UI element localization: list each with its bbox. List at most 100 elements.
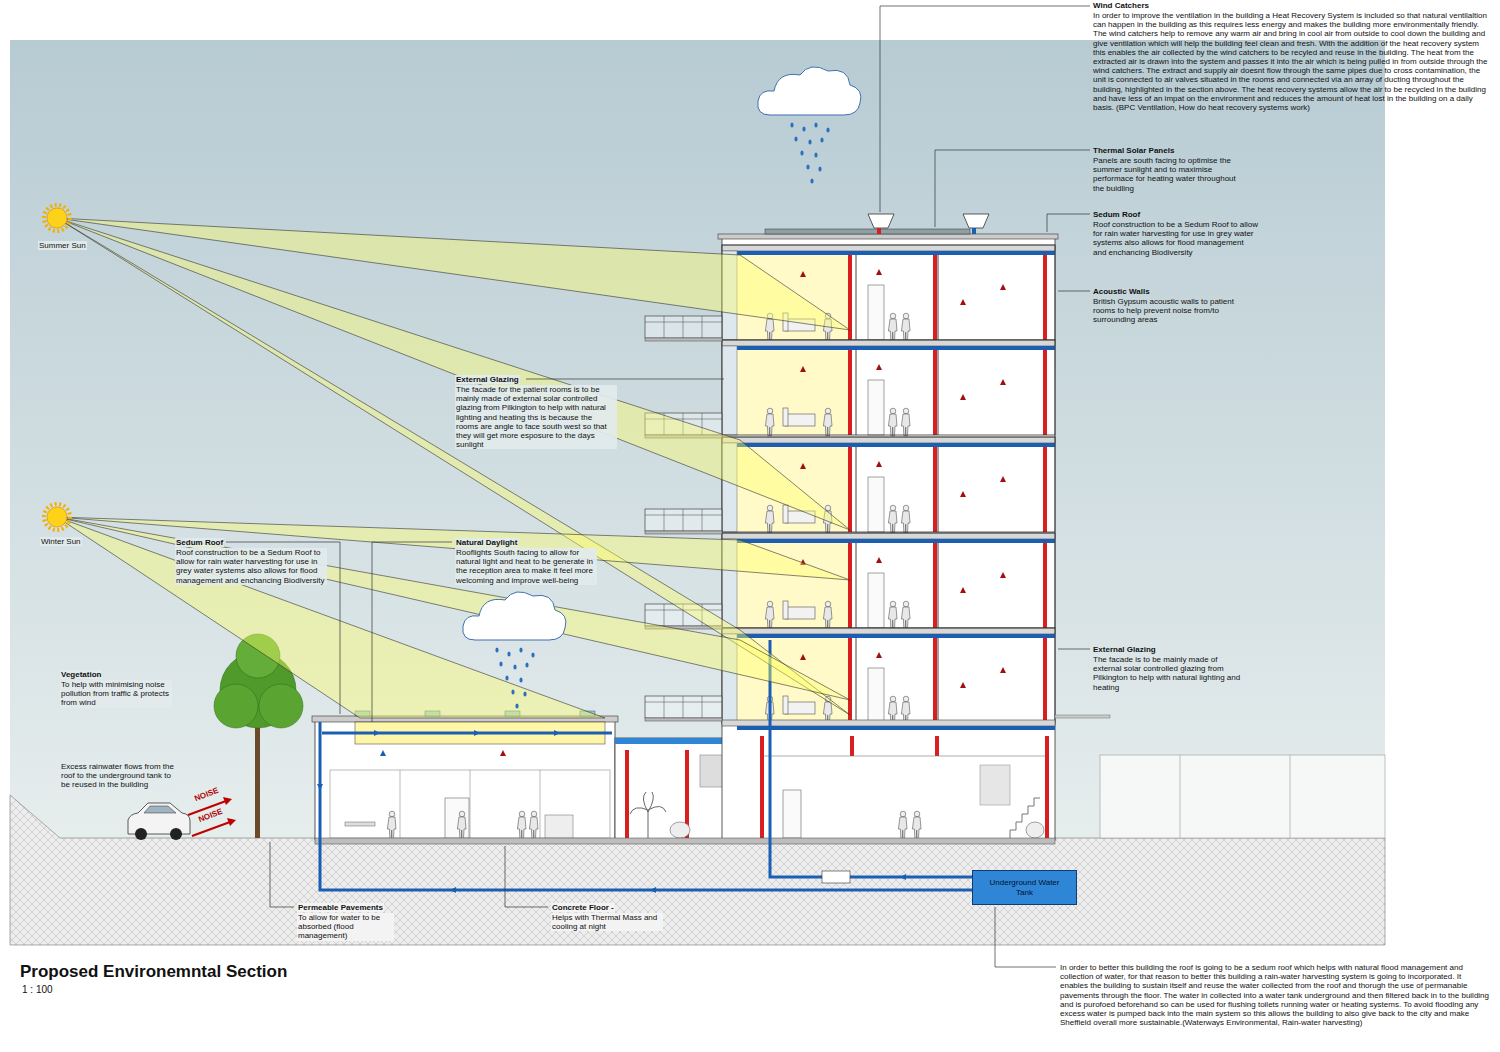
annotation-text: The facade is to be mainly made of exter… xyxy=(1093,655,1243,692)
noise-arrow xyxy=(227,818,236,826)
leader-line xyxy=(880,6,1090,212)
car xyxy=(144,806,176,813)
tall-building xyxy=(1055,715,1110,718)
annotation-heading: External Glazing xyxy=(1093,645,1156,654)
flow-arrow xyxy=(374,730,380,736)
reception-block xyxy=(500,750,506,756)
noise-arrow xyxy=(188,797,236,836)
water-pipe xyxy=(322,732,612,735)
flow-arrow xyxy=(474,730,480,736)
sun-ray xyxy=(57,517,605,718)
neighbour-building xyxy=(1100,755,1385,838)
sun-symbol xyxy=(47,208,67,228)
tank-text-holder: Underground Water Tank xyxy=(990,878,1060,896)
sun-symbol xyxy=(47,507,67,527)
noise-arrow xyxy=(223,797,232,805)
annotation-heading: External Glazing xyxy=(455,375,520,384)
annotation-heading: Thermal Solar Panels xyxy=(1093,146,1174,155)
tall-building xyxy=(645,509,722,534)
tall-building xyxy=(868,214,894,228)
water-tank-box: Underground Water Tank xyxy=(972,870,1077,905)
annotation-text: British Gypsum acoustic walls to patient… xyxy=(1093,297,1243,325)
diagram-title: Proposed Environemntal Section xyxy=(20,962,287,982)
annotation-heading: Concrete Floor - xyxy=(551,903,615,912)
leader-line xyxy=(226,6,1090,967)
tall-building xyxy=(764,756,1045,757)
water-pipe xyxy=(850,876,972,879)
tall-building xyxy=(912,811,921,839)
annotation-heading: Sedum Roof xyxy=(1093,210,1140,219)
leader-line xyxy=(372,542,452,722)
section-illustration xyxy=(463,592,566,709)
sun-ray xyxy=(57,218,850,715)
annotation-heading: Sedum Roof xyxy=(175,538,224,547)
tall-building xyxy=(850,736,854,756)
annotation-text: Roof construction to be a Sedum Roof to … xyxy=(1093,220,1258,257)
sun-symbol xyxy=(44,504,70,530)
annotation-heading: Natural Daylight xyxy=(455,538,518,547)
tall-building xyxy=(645,316,722,341)
reception-block xyxy=(345,822,375,826)
annotation-text: Helps with Thermal Mass and cooling at n… xyxy=(551,913,663,931)
tall-building xyxy=(737,726,1055,730)
tall-building xyxy=(760,736,764,838)
reception-block xyxy=(315,718,615,840)
section-illustration xyxy=(758,67,861,184)
tall-building xyxy=(972,228,976,234)
tall-building xyxy=(935,736,939,756)
flow-arrow xyxy=(900,874,906,880)
tree xyxy=(259,684,303,728)
tall-building xyxy=(722,340,1055,436)
annotation-text: Excess rainwater flows from the roof to … xyxy=(60,762,177,790)
annotation-heading: Acoustic Walls xyxy=(1093,287,1150,296)
flow-arrow xyxy=(317,784,323,790)
annotation-text: To help with minimising noise pollution … xyxy=(60,680,172,708)
reception-block xyxy=(445,798,469,838)
tall-building xyxy=(783,790,801,838)
annotation-text: In order to better this building the roo… xyxy=(1060,963,1490,1027)
sun-label: Summer Sun xyxy=(38,241,87,250)
filter-unit xyxy=(822,871,850,883)
concrete-floor xyxy=(315,838,1055,844)
sun-ray xyxy=(57,218,850,530)
leader-line xyxy=(1058,649,1090,650)
tall-building xyxy=(718,234,1058,239)
annotation-text: Roof construction to be a Sedum Roof to … xyxy=(175,548,327,585)
flow-arrow xyxy=(554,730,560,736)
tall-building xyxy=(722,533,1055,629)
tall-building xyxy=(722,238,1055,840)
scale-caption: 1 : 100 xyxy=(22,984,53,995)
noise-arrow xyxy=(192,822,230,836)
reception-block xyxy=(330,770,610,838)
leader-line xyxy=(270,842,294,907)
neighbour-building xyxy=(1180,755,1181,838)
leader-line xyxy=(1047,214,1090,232)
car xyxy=(128,803,190,840)
reception-block xyxy=(380,750,386,756)
tank-label: Underground Water Tank xyxy=(990,878,1060,896)
leader-line xyxy=(1058,291,1090,292)
tall-building xyxy=(898,811,907,839)
annotation-text: Rooflights South facing to allow for nat… xyxy=(455,548,597,585)
annotation-text: To allow for water to be absorbed (flood… xyxy=(297,913,394,941)
flow-arrow xyxy=(450,887,456,893)
annotation-heading: Vegetation xyxy=(60,670,102,679)
link-block xyxy=(630,792,666,838)
car xyxy=(135,828,147,840)
tree xyxy=(255,725,260,838)
sun-symbol xyxy=(44,205,70,530)
tall-building xyxy=(877,228,881,234)
tall-building xyxy=(645,696,722,721)
neighbour-building xyxy=(1290,755,1291,838)
flow-arrow xyxy=(650,887,656,893)
tall-building xyxy=(963,214,989,228)
annotation-text: In order to improve the ventilation in t… xyxy=(1093,11,1493,112)
sun-symbol xyxy=(44,205,70,231)
reception-block xyxy=(457,811,466,839)
reception-block xyxy=(517,811,526,839)
reception-block xyxy=(387,811,396,839)
sky-background xyxy=(10,40,1385,840)
